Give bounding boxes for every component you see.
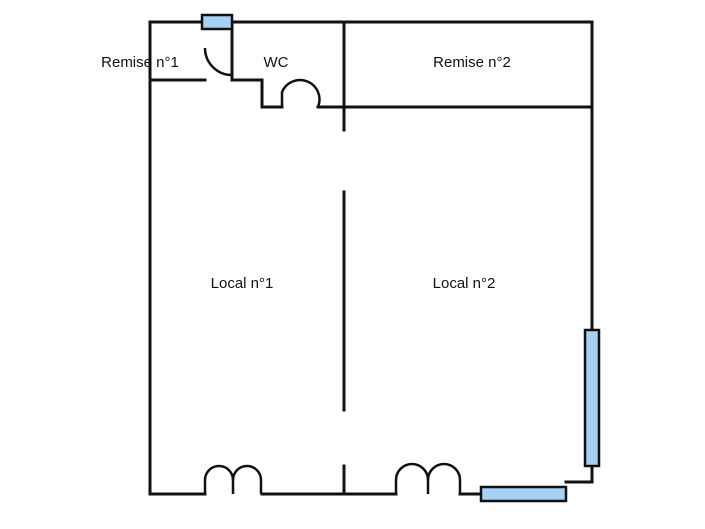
door-wc [280,78,321,108]
room-labels: Remise n°1 WC Remise n°2 Local n°1 Local… [101,54,511,292]
door-remise-1 [203,47,233,77]
label-local-2: Local n°2 [433,275,496,292]
label-local-1: Local n°1 [211,275,274,292]
label-wc: WC [264,54,289,71]
windows [200,13,601,503]
door-local-1-b [231,464,263,494]
door-local-2-b [426,462,462,494]
window-top [200,13,234,31]
window-right [583,328,601,468]
door-local-1-a [203,464,235,494]
doors [203,47,462,494]
door-local-2-a [394,462,430,494]
label-remise-1: Remise n°1 [101,54,179,71]
interior-walls [148,20,594,496]
window-bottom [479,485,568,503]
label-remise-2: Remise n°2 [433,54,511,71]
exterior-walls [148,20,594,496]
